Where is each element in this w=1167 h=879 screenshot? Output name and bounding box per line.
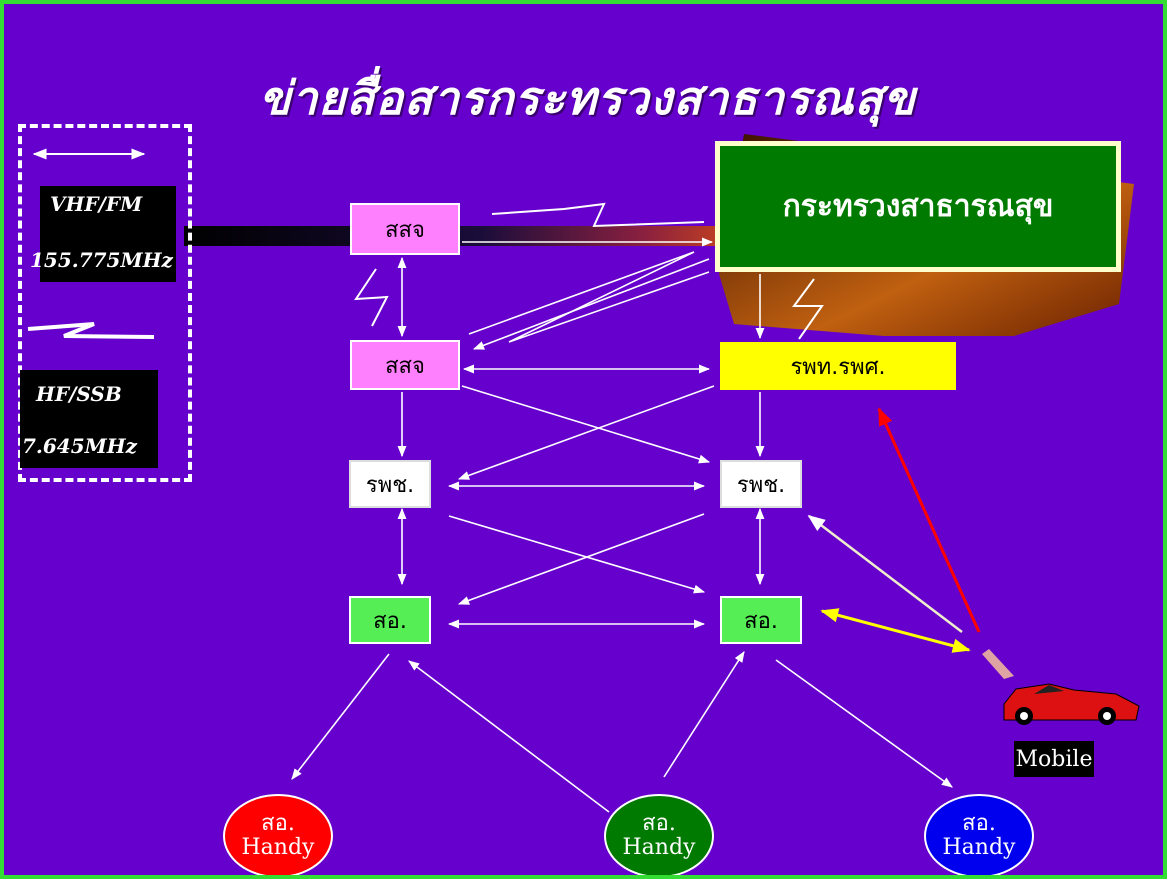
- handy-line2: Handy: [622, 835, 696, 860]
- ssj-node-mid: สสจ: [350, 340, 460, 390]
- page-title: ข่ายสื่อสารกระทรวงสาธารณสุข: [259, 71, 916, 125]
- rpch-node-right: รพช.: [720, 460, 802, 508]
- link-mobile-sao: [820, 608, 971, 653]
- sao-node-right: สอ.: [720, 596, 802, 644]
- link-ssj-rpch-diag: [461, 385, 711, 464]
- vhf-frequency-label: 155.775MHz: [30, 248, 173, 272]
- link-sao-handy-red: [291, 653, 390, 780]
- radio-zigzag-3: [792, 278, 824, 340]
- ssj-node-top: สสจ: [350, 203, 460, 255]
- legend-box: [18, 124, 192, 482]
- handy-line2: Handy: [241, 835, 315, 860]
- rpch-node-left: รพช.: [349, 460, 431, 508]
- link-hospital-rpch-diag: [457, 385, 715, 480]
- link-handy-green-sao-left: [408, 660, 610, 813]
- link-sao-handy-blue: [775, 659, 953, 788]
- link-sao-handy-green: [663, 651, 745, 778]
- vhf-legend: VHF/FM 155.775MHz: [30, 186, 176, 282]
- hf-legend: HF/SSB 7.645MHz: [20, 370, 158, 468]
- vhf-band-label: VHF/FM: [50, 192, 143, 216]
- car-icon: [982, 649, 1140, 725]
- handy-line2: Handy: [942, 835, 1016, 860]
- handy-line1: สอ.: [962, 811, 996, 836]
- hospital-regional-node: รพท.รพศ.: [720, 342, 956, 390]
- handy-red: สอ. Handy: [223, 794, 333, 875]
- ministry-node: กระทรวงสาธารณสุข: [715, 141, 1121, 272]
- hf-zigzag-icon: [27, 322, 155, 339]
- radio-zigzag-2: [354, 268, 389, 327]
- handy-line1: สอ.: [642, 811, 676, 836]
- hf-frequency-label: 7.645MHz: [22, 434, 138, 458]
- link-ministry-ssj-diag: [472, 258, 710, 350]
- radio-zigzag-4: [468, 251, 710, 343]
- handy-green: สอ. Handy: [604, 794, 714, 875]
- mobile-label: Mobile: [1014, 741, 1094, 777]
- sao-node-left: สอ.: [349, 596, 431, 644]
- link-mobile-hospital: [877, 407, 981, 633]
- radio-zigzag-1: [491, 202, 705, 228]
- hf-band-label: HF/SSB: [36, 382, 122, 406]
- link-rpch-sao-diag: [448, 515, 706, 594]
- handy-line1: สอ.: [261, 811, 295, 836]
- link-rpch-sao-diag-2: [457, 513, 705, 605]
- handy-blue: สอ. Handy: [924, 794, 1034, 875]
